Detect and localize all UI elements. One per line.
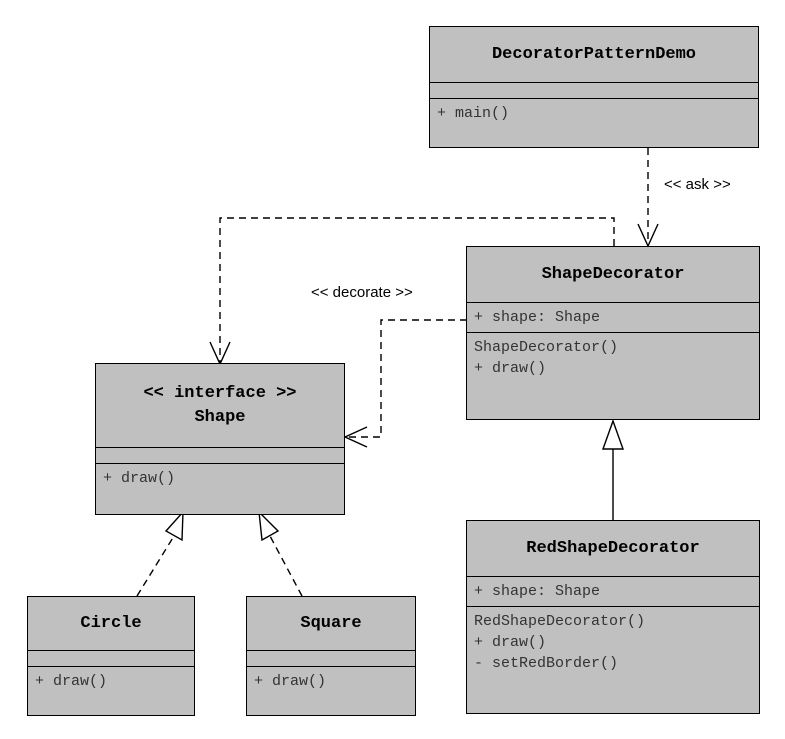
class-circle: Circle + draw() (27, 596, 195, 716)
operations-section: ShapeDecorator() + draw() (467, 333, 759, 383)
operations-section: + draw() (247, 667, 415, 696)
operations-section: + draw() (28, 667, 194, 696)
class-name: Circle (28, 597, 194, 651)
operation: - setRedBorder() (474, 655, 619, 672)
class-name: DecoratorPatternDemo (430, 27, 758, 83)
class-shape-decorator: ShapeDecorator + shape: Shape ShapeDecor… (466, 246, 760, 420)
operation: RedShapeDecorator() (474, 613, 646, 630)
operation: + draw() (103, 470, 176, 487)
square-realization-triangle (258, 510, 280, 542)
circle-realization-triangle (164, 510, 184, 542)
class-name-text: ShapeDecorator (541, 264, 685, 284)
class-name-text: DecoratorPatternDemo (491, 44, 697, 64)
class-decorator-pattern-demo: DecoratorPatternDemo + main() (429, 26, 759, 148)
class-name: ShapeDecorator (467, 247, 759, 303)
generalization-triangle (602, 418, 624, 450)
attributes-section (96, 448, 344, 464)
attribute: + shape: Shape (474, 309, 601, 326)
decorate-label: << decorate >> (311, 284, 413, 301)
operations-section: + draw() (96, 464, 344, 493)
operation: + draw() (254, 673, 327, 690)
operations-section: RedShapeDecorator() + draw() - setRedBor… (467, 607, 759, 678)
uses-dependency-line (219, 217, 615, 362)
class-square: Square + draw() (246, 596, 416, 716)
class-name: Square (247, 597, 415, 651)
attributes-section: + shape: Shape (467, 577, 759, 607)
class-name-text: Circle (80, 613, 142, 633)
decorate-dependency-line (347, 319, 467, 438)
operation: + draw() (474, 634, 547, 651)
class-shape-interface: << interface >> Shape + draw() (95, 363, 345, 515)
class-name-text: Shape (194, 407, 246, 427)
attributes-section (430, 83, 758, 99)
circle-realization-line (136, 535, 175, 597)
square-realization-line (269, 535, 303, 597)
attributes-section (247, 651, 415, 667)
class-name: << interface >> Shape (96, 364, 344, 448)
attributes-section: + shape: Shape (467, 303, 759, 333)
operation: + draw() (35, 673, 108, 690)
class-red-shape-decorator: RedShapeDecorator + shape: Shape RedShap… (466, 520, 760, 714)
ask-label: << ask >> (664, 176, 731, 193)
attribute: + shape: Shape (474, 583, 601, 600)
attributes-section (28, 651, 194, 667)
operation: ShapeDecorator() (474, 339, 619, 356)
decorate-dependency-arrowhead (343, 426, 368, 448)
class-name: RedShapeDecorator (467, 521, 759, 577)
operation: + draw() (474, 360, 547, 377)
operations-section: + main() (430, 99, 758, 128)
stereotype: << interface >> (143, 383, 297, 403)
class-name-text: Square (300, 613, 362, 633)
class-name-text: RedShapeDecorator (526, 538, 700, 558)
operation: + main() (437, 105, 510, 122)
